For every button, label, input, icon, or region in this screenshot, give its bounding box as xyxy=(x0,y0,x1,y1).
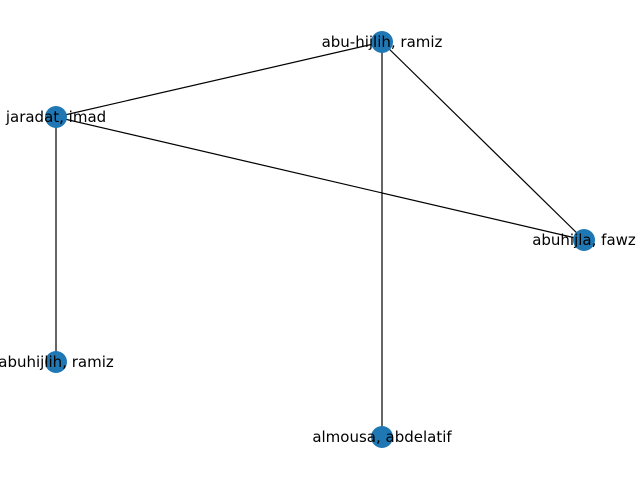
edge-jaradat-abuhijla xyxy=(55,116,585,241)
node-label-jaradat: jaradat, imad xyxy=(5,108,106,126)
node-label-abuhijlih: abuhijlih, ramiz xyxy=(0,353,114,371)
edge-jaradat-abu-hijlih xyxy=(55,41,383,118)
edges-layer xyxy=(55,41,585,437)
edge-abu-hijlih-abuhijla xyxy=(381,41,585,241)
node-abuhijlih xyxy=(45,351,67,373)
nodes-layer xyxy=(45,31,595,448)
node-label-almousa: almousa, abdelatif xyxy=(312,428,452,446)
labels-layer: abu-hijlih, ramiz jaradat, imad abuhijla, … xyxy=(0,33,636,446)
node-jaradat xyxy=(45,106,67,128)
node-abu-hijlih xyxy=(371,31,393,53)
node-abuhijla xyxy=(573,229,595,251)
node-label-abuhijla: abuhijla, fawz xyxy=(532,231,636,249)
node-almousa xyxy=(371,426,393,448)
node-label-abu-hijlih: abu-hijlih, ramiz xyxy=(322,33,443,51)
